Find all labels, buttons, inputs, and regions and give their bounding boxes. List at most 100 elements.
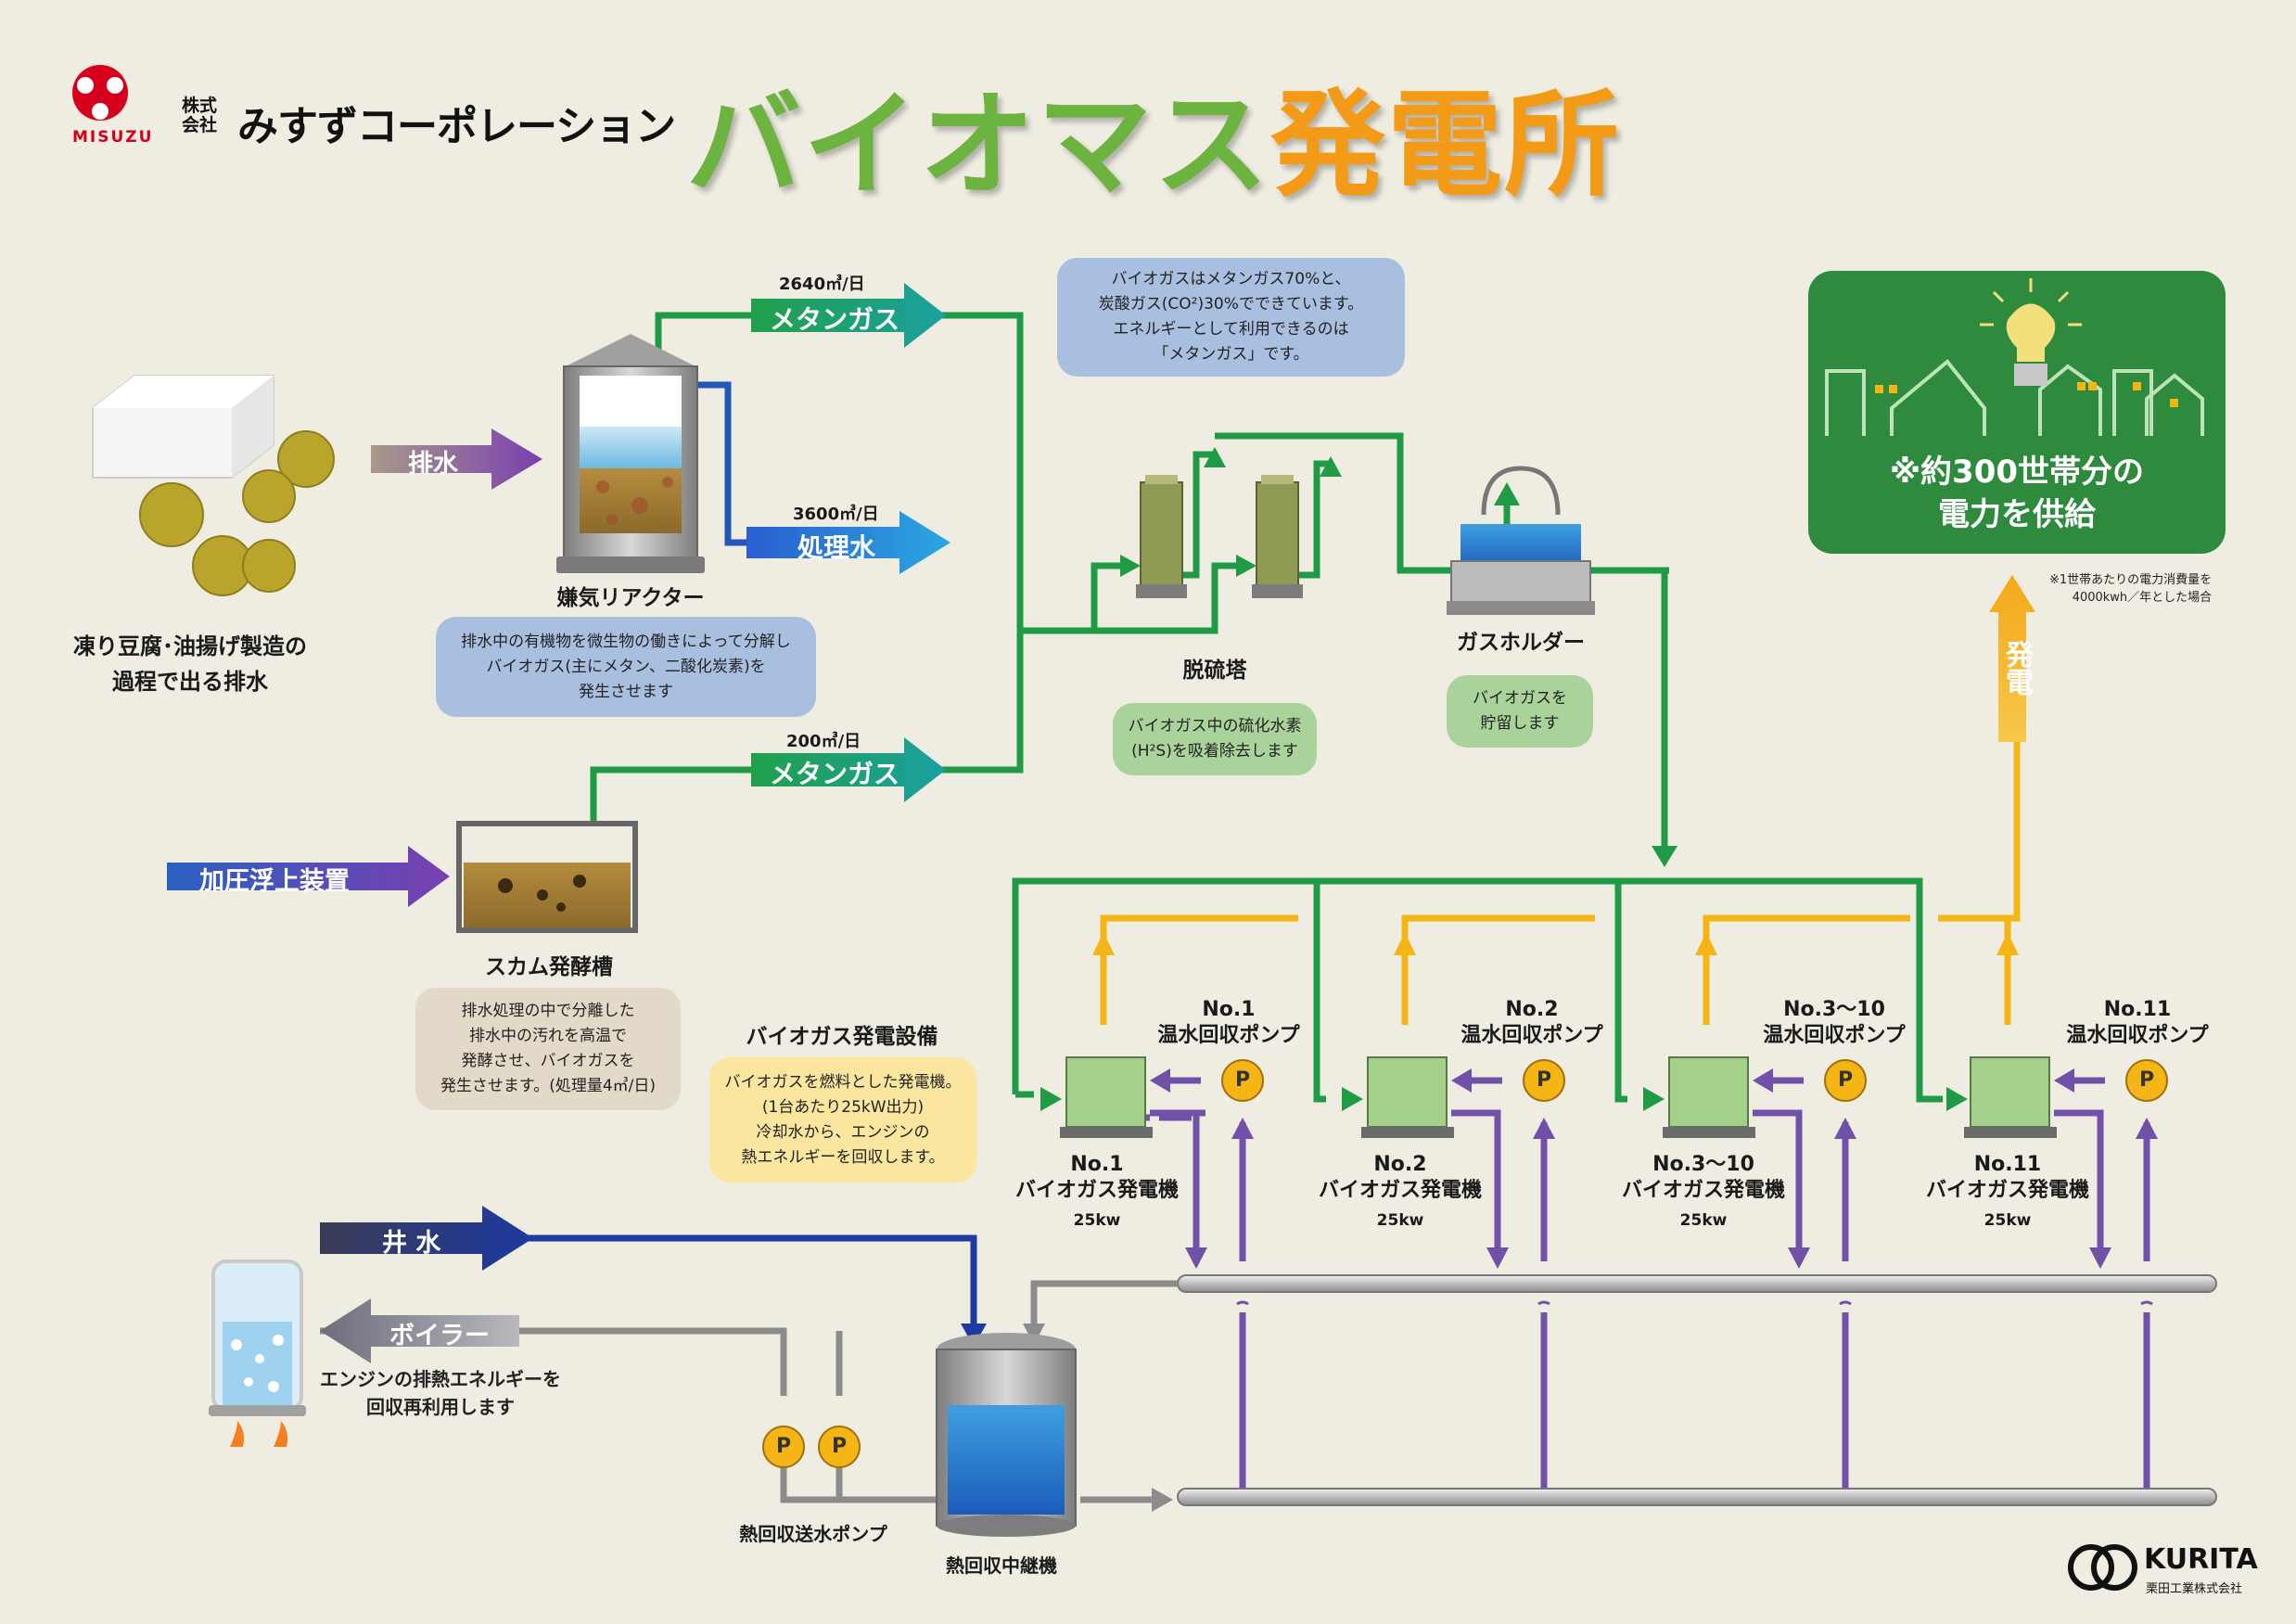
kurita-logo: [2068, 1544, 2137, 1591]
facility-note-l1: バイオガスを燃料とした発電機。: [724, 1072, 962, 1092]
pump-letter-2: P: [1537, 1068, 1552, 1092]
gen-label-4: No.11 バイオガス発電機 25kw: [1926, 1152, 2089, 1234]
tofu-image: [92, 375, 335, 596]
pump-letter-4: P: [2139, 1068, 2155, 1092]
pump-letter-6: P: [832, 1435, 848, 1458]
heat-relay-tank: [936, 1333, 1077, 1537]
biogas-note-l1: バイオガスはメタンガス70%と、: [1111, 270, 1351, 288]
power-footnote-l1: ※1世帯あたりの電力消費量を: [2049, 573, 2213, 587]
pump-label-2: No.2 温水回収ポンプ: [1461, 997, 1602, 1049]
pump-text-3: 温水回収ポンプ: [1763, 1024, 1906, 1047]
reactor-note-l3: 発生させます: [579, 682, 673, 701]
biogas-note-l4: 「メタンガス」です。: [1153, 345, 1309, 364]
pump-letter-1: P: [1235, 1068, 1251, 1092]
scum-note-l1: 排水処理の中で分離した: [461, 1002, 635, 1020]
source-label-line2: 過程で出る排水: [112, 669, 268, 695]
gasholder-note-l1: バイオガスを: [1473, 689, 1567, 708]
gen-no-3: No.3～10: [1652, 1153, 1754, 1176]
methane-top-label: メタンガス: [770, 304, 900, 335]
power-text: ※約300世帯分の 電力を供給: [1813, 451, 2221, 536]
pump-text-4: 温水回収ポンプ: [2066, 1024, 2209, 1047]
heat-relay-label: 熱回収中継機: [946, 1554, 1057, 1577]
pump-label-1: No.1 温水回収ポンプ: [1157, 997, 1299, 1049]
hatsuden-text: 発電: [2000, 640, 2033, 696]
page-title: バイオマス発電所: [686, 51, 1621, 218]
gen-no-4: No.11: [1973, 1153, 2042, 1176]
pump-label-4: No.11 温水回収ポンプ: [2066, 997, 2208, 1049]
desulfurization-towers: [1136, 475, 1303, 598]
scum-note: 排水処理の中で分離した 排水中の汚れを高温で 発酵させ、バイオガスを 発生させま…: [415, 988, 681, 1110]
scum-note-l4: 発生させます。(処理量4㎥/日): [440, 1077, 657, 1095]
logo-text: MISUZU: [72, 128, 154, 147]
gen-label-2: No.2 バイオガス発電機 25kw: [1319, 1152, 1482, 1234]
kurita-sub: 栗田工業株式会社: [2146, 1582, 2243, 1596]
source-label-line1: 凍り豆腐･油揚げ製造の: [73, 633, 307, 659]
reactor-note-l1: 排水中の有機物を微生物の働きによって分解し: [461, 632, 791, 651]
hatsuden-arrow: [1989, 575, 2035, 742]
power-footnote: ※1世帯あたりの電力消費量を 4000kwh／年とした場合: [2049, 571, 2212, 607]
header-pipes: [1177, 1274, 2217, 1506]
gen-kw-1: 25kw: [1073, 1211, 1121, 1230]
scum-tank: [456, 821, 638, 933]
boiler-note-l1: エンジンの排熱エネルギーを: [320, 1368, 561, 1390]
gen-kw-4: 25kw: [1983, 1211, 2032, 1230]
generators: [1065, 1056, 2050, 1128]
gen-kw-3: 25kw: [1679, 1211, 1728, 1230]
pump-label-3: No.3～10 温水回収ポンプ: [1763, 997, 1905, 1049]
pump-letter-5: P: [776, 1435, 792, 1458]
pump-no-4: No.11: [2103, 998, 2172, 1021]
scum-note-l3: 発酵させ、バイオガスを: [461, 1052, 635, 1070]
boiler-glass: [209, 1260, 306, 1447]
scum-label: スカム発酵槽: [485, 955, 613, 979]
shorisui-label: 処理水: [797, 532, 876, 563]
pump-no-3: No.3～10: [1783, 998, 1885, 1021]
gen-no-2: No.2: [1373, 1153, 1427, 1176]
facility-title: バイオガス発電設備: [746, 1025, 938, 1049]
boiler-note-l2: 回収再利用します: [366, 1396, 515, 1418]
pump-no-1: No.1: [1202, 998, 1256, 1021]
hatsuden-label: 発電: [2000, 640, 2033, 696]
reactor-label: 嫌気リアクター: [556, 586, 705, 610]
power-panel: [1808, 271, 2226, 554]
gen-text-1: バイオガス発電機: [1014, 1179, 1180, 1202]
pump-text-1: 温水回収ポンプ: [1157, 1024, 1300, 1047]
gas-arrowheads: [1040, 447, 1968, 1111]
source-label: 凍り豆腐･油揚げ製造の 過程で出る排水: [73, 629, 307, 699]
reactor-note-l2: バイオガス(主にメタン、二酸化炭素)を: [486, 657, 766, 676]
gen-label-1: No.1 バイオガス発電機 25kw: [1015, 1152, 1179, 1234]
arrow-shapes: [167, 283, 950, 1363]
title-green-part: バイオマス: [686, 79, 1271, 212]
facility-note: バイオガスを燃料とした発電機。 (1台あたり25kW出力) 冷却水から、エンジン…: [709, 1057, 976, 1183]
ido-label: 井 水: [382, 1229, 441, 1258]
facility-note-l3: 冷却水から、エンジンの: [756, 1122, 930, 1142]
scum-note-l2: 排水中の汚れを高温で: [469, 1027, 627, 1045]
reactor-note: 排水中の有機物を微生物の働きによって分解し バイオガス(主にメタン、二酸化炭素)…: [436, 617, 816, 717]
shorisui-amount: 3600㎥/日: [793, 505, 879, 524]
methane-bottom-amount: 200㎥/日: [786, 732, 861, 751]
methane-top-amount: 2640㎥/日: [779, 275, 865, 294]
title-orange-part: 発電所: [1270, 79, 1622, 212]
boiler-note: エンジンの排熱エネルギーを 回収再利用します: [320, 1365, 561, 1421]
desulf-note-l2: (H²S)を吸着除去します: [1131, 742, 1298, 761]
desulf-label: 脱硫塔: [1182, 659, 1247, 683]
desulf-note: バイオガス中の硫化水素 (H²S)を吸着除去します: [1113, 703, 1317, 775]
anaerobic-reactor: [556, 334, 705, 573]
power-lines: [1100, 723, 2021, 1025]
gasholder-note: バイオガスを 貯留します: [1447, 675, 1593, 748]
gasholder-note-l2: 貯留します: [1480, 714, 1560, 733]
gen-text-3: バイオガス発電機: [1621, 1179, 1786, 1202]
kurita-name: KURITA: [2144, 1543, 2258, 1576]
facility-note-l2: (1台あたり25kW出力): [761, 1097, 925, 1117]
biogas-note: バイオガスはメタンガス70%と、 炭酸ガス(CO²)30%でできています。 エネ…: [1057, 258, 1405, 377]
gen-text-2: バイオガス発電機: [1318, 1179, 1483, 1202]
pump-no-2: No.2: [1505, 998, 1559, 1021]
facility-note-l4: 熱エネルギーを回収します。: [741, 1147, 945, 1167]
pump-text-2: 温水回収ポンプ: [1461, 1024, 1603, 1047]
pump-letter-3: P: [1838, 1068, 1854, 1092]
desulf-note-l1: バイオガス中の硫化水素: [1128, 717, 1302, 735]
gen-text-4: バイオガス発電機: [1925, 1179, 2090, 1202]
biogas-note-l3: エネルギーとして利用できるのは: [1113, 320, 1349, 339]
boiler-label: ボイラー: [389, 1322, 490, 1350]
haisui-label: 排水: [408, 450, 458, 479]
